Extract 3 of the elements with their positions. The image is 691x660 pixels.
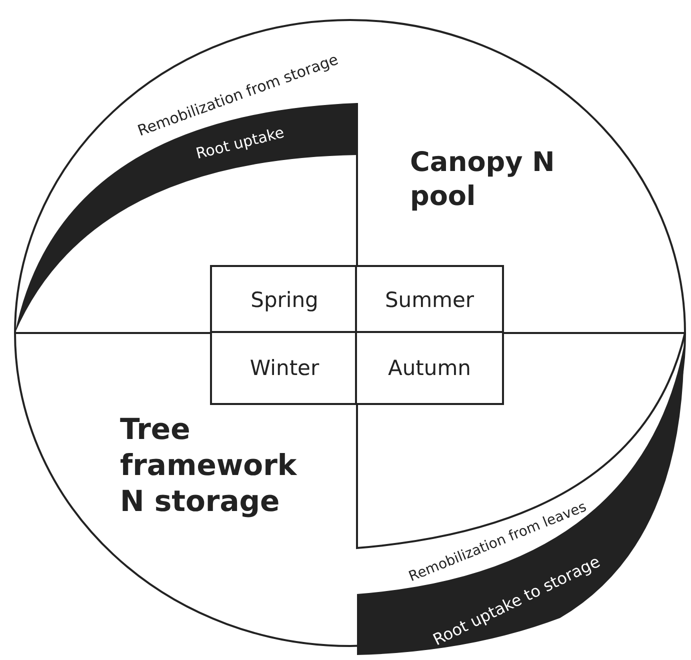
pool-label: Canopy N pool: [410, 146, 556, 214]
storage-label: Tree framework N storage: [120, 410, 298, 520]
season-cell: Autumn: [355, 331, 504, 405]
